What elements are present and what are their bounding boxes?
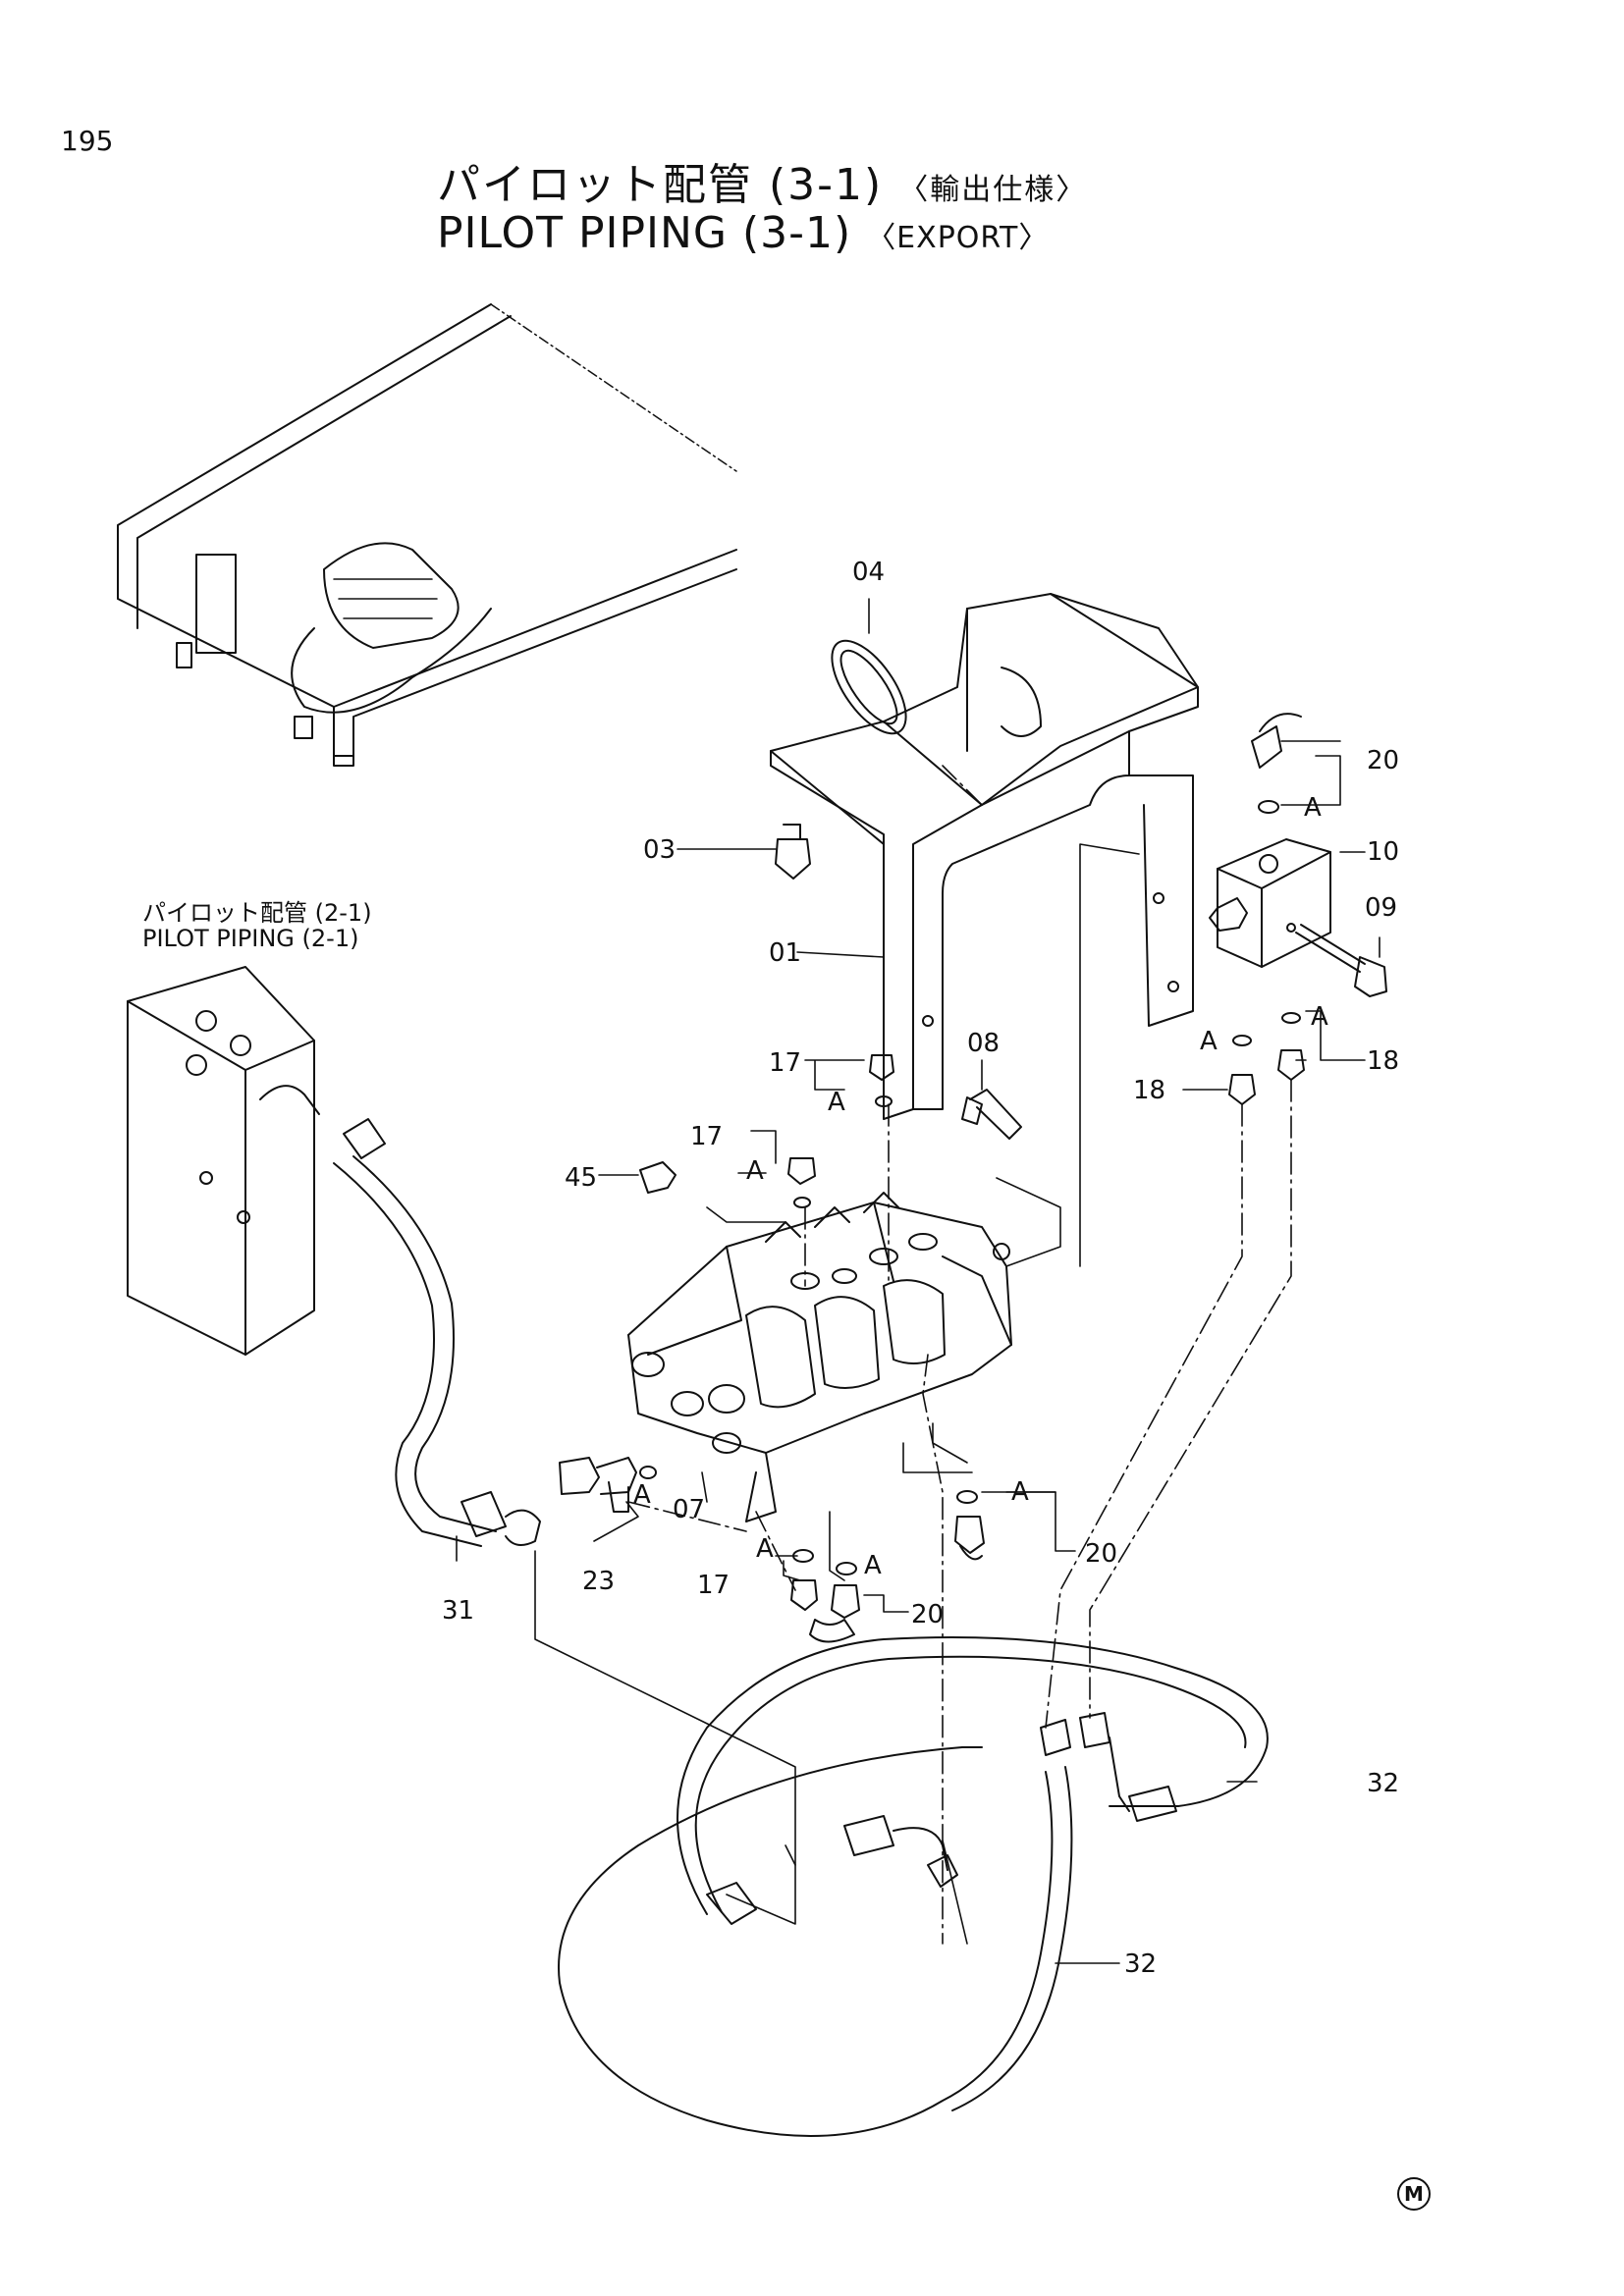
a-label: A [746, 1156, 764, 1186]
page-number: 195 [61, 125, 114, 157]
callout-23: 23 [582, 1567, 616, 1596]
a-label: A [828, 1088, 845, 1117]
callout-07: 07 [673, 1495, 706, 1524]
bottom-fittings [790, 1490, 985, 1643]
callout-04: 04 [852, 558, 886, 587]
title-en-text: PILOT PIPING [437, 208, 728, 258]
hose-31 [333, 1118, 541, 1547]
title-en-number: (3-1) [741, 208, 852, 258]
callout-01: 01 [769, 938, 802, 968]
a-label: A [1311, 1002, 1328, 1032]
a-label: A [633, 1480, 651, 1510]
callout-18-right: 18 [1367, 1046, 1400, 1076]
title-english: PILOT PIPING (3-1) 〈EXPORT〉 [437, 208, 1049, 258]
small-parts [639, 824, 1022, 1208]
a-label: A [756, 1534, 774, 1564]
machine-overview [117, 303, 737, 767]
reference-english: PILOT PIPING (2-1) [142, 925, 359, 952]
callout-32-bottom: 32 [1124, 1949, 1158, 1979]
callout-18-left: 18 [1133, 1076, 1166, 1105]
callout-32-right: 32 [1367, 1769, 1400, 1798]
bracket-assembly [770, 593, 1199, 1120]
leader-lines [456, 598, 1380, 1964]
title-jp-text: パイロット配管 [437, 160, 753, 210]
callout-17-upper: 17 [769, 1048, 802, 1078]
reference-japanese: パイロット配管 (2-1) [142, 899, 372, 927]
tee-fitting-23 [559, 1457, 657, 1513]
callout-20-top: 20 [1367, 746, 1400, 775]
title-japanese: パイロット配管 (3-1) 〈輸出仕様〉 [437, 149, 1087, 212]
callout-03: 03 [643, 835, 677, 865]
callout-20-lower-left: 20 [911, 1600, 945, 1629]
title-jp-number: (3-1) [769, 160, 884, 210]
hoses-32 [558, 1636, 1269, 2137]
callout-17-middle: 17 [690, 1122, 724, 1151]
title-en-tag: 〈EXPORT〉 [866, 221, 1050, 255]
title-jp-tag: 〈輸出仕様〉 [898, 173, 1088, 207]
callout-17-lower: 17 [697, 1571, 731, 1600]
valve-block-10 [1209, 713, 1387, 1105]
a-label: A [1200, 1027, 1218, 1056]
callout-31: 31 [442, 1596, 475, 1626]
control-valve [627, 1192, 1012, 1522]
a-label: A [1011, 1477, 1029, 1507]
callout-08: 08 [967, 1029, 1001, 1058]
callout-09: 09 [1365, 893, 1398, 923]
a-label: A [1304, 793, 1322, 823]
callout-20-lower-right: 20 [1085, 1539, 1118, 1569]
m-stamp: M [1397, 2177, 1431, 2211]
callout-45: 45 [565, 1163, 598, 1193]
callout-10: 10 [1367, 837, 1400, 867]
reference-valve-block [127, 966, 320, 1356]
guide-lines [534, 843, 1140, 1945]
chain-lines [627, 765, 1292, 1945]
a-label: A [864, 1551, 882, 1580]
